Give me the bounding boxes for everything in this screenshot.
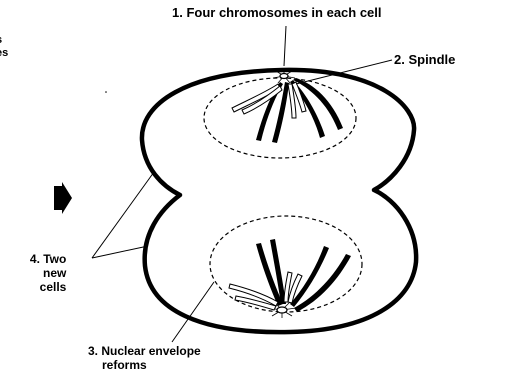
- chromosomes-label: 1. Four chromosomes in each cell: [172, 6, 382, 20]
- cells-label-line-2: new: [43, 266, 66, 280]
- chromosome-pointer-line: [284, 26, 286, 66]
- cell-membrane-outline: [142, 70, 416, 332]
- envelope-label-line-1: 3. Nuclear envelope: [88, 344, 201, 358]
- right-arrow-icon: [54, 182, 72, 214]
- cells-label-line-3: cells: [39, 280, 66, 294]
- nuclear-envelope-label: 3. Nuclear envelope reforms: [88, 344, 201, 372]
- stray-mark: [105, 91, 107, 93]
- lower-chromosome-4: [294, 254, 351, 312]
- cells-label-line-1: 4. Two: [12, 252, 66, 266]
- clipped-margin-text-2: es: [0, 47, 8, 60]
- spindle-label: 2. Spindle: [394, 53, 455, 67]
- cells-pointer-line-lower: [92, 246, 148, 258]
- clipped-margin-text-1: s: [0, 34, 2, 47]
- two-new-cells-label: 4. Two new cells: [12, 252, 66, 294]
- envelope-label-line-2: reforms: [102, 358, 201, 372]
